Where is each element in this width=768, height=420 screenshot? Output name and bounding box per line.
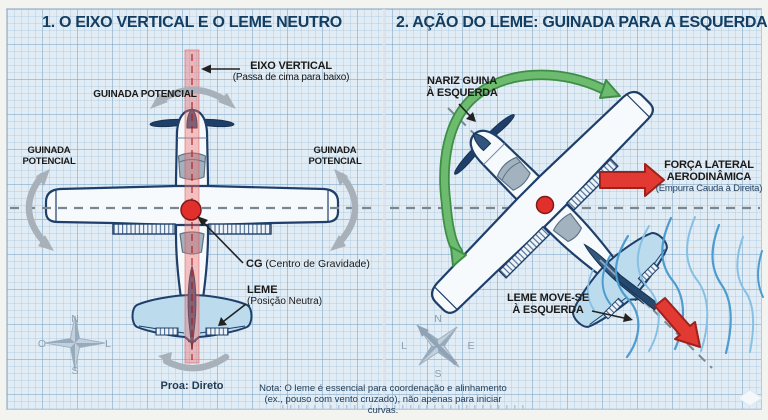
- cg-abbrev: CG: [246, 258, 263, 270]
- nose-pointer-head: [466, 112, 476, 122]
- axis-pointer-head: [201, 64, 211, 74]
- note-line2: (ex., pouso com vento cruzado), não apen…: [264, 394, 502, 416]
- diamond-watermark: [737, 389, 763, 407]
- label-lateral-force: FORÇA LATERAL AERODINÂMICA (Empurra Caud…: [648, 159, 768, 195]
- label-yaw-potential-left: GUINADA POTENCIAL: [22, 145, 76, 167]
- rudder2-line2: À ESQUERDA: [512, 304, 584, 316]
- vertical-axis-title: EIXO VERTICAL: [250, 60, 332, 72]
- compass1-n: N: [71, 313, 79, 325]
- label-cg: CG (Centro de Gravidade): [246, 258, 370, 270]
- force-line2: AERODINÂMICA: [666, 171, 752, 183]
- nose-line2: À ESQUERDA: [426, 87, 498, 99]
- panel2-pointer-lines: [458, 103, 625, 319]
- panel2-graphics: N L E S: [369, 29, 764, 409]
- compass2-n: N: [434, 313, 442, 325]
- cg-dot-panel2: [535, 195, 555, 215]
- rudder-title: LEME: [247, 284, 278, 296]
- compass1-letters: N O L S: [38, 313, 111, 377]
- label-heading-straight: Proa: Direto: [160, 380, 224, 392]
- rudder-neutral-pointer-head: [218, 317, 227, 326]
- tail-deflection-arrow: [654, 297, 701, 348]
- panel1-graphics: N O L S: [10, 49, 378, 377]
- compass1-w: O: [38, 338, 46, 350]
- compass2-e: E: [467, 340, 474, 352]
- yaw-left-green-arrow: [439, 69, 621, 267]
- nose-line1: NARIZ GUINA: [427, 75, 497, 87]
- vertical-axis-sub: (Passa de cima para baixo): [232, 72, 350, 83]
- compass1-s: S: [71, 365, 78, 377]
- note-line1: Nota: O leme é essencial para coordenaçã…: [259, 383, 507, 394]
- compass1-e: L: [105, 338, 111, 350]
- panel1-title: 1. O EIXO VERTICAL E O LEME NEUTRO: [42, 14, 342, 31]
- footer-note: Nota: O leme é essencial para coordenaçã…: [250, 383, 516, 416]
- panel2-title: 2. AÇÃO DO LEME: GUINADA PARA A ESQUERDA: [396, 14, 768, 31]
- force-line1: FORÇA LATERAL: [664, 159, 754, 171]
- label-rudder-neutral: LEME (Posição Neutra): [247, 284, 322, 308]
- compass-rose-tilted: [416, 324, 460, 368]
- panel1-pointer-lines: [202, 68, 247, 322]
- compass2-s: S: [434, 368, 441, 380]
- potential-yaw-arcs: [25, 86, 359, 372]
- cg-dot-panel1: [180, 199, 202, 221]
- rudder-pointer-head: [623, 313, 633, 322]
- label-yaw-potential-top: GUINADA POTENCIAL: [93, 89, 197, 100]
- label-rudder-moves-left: LEME MOVE-SE À ESQUERDA: [494, 292, 602, 316]
- lateral-force-arrow: [599, 163, 665, 197]
- rudder2-line1: LEME MOVE-SE: [507, 292, 589, 304]
- compass2-w: L: [401, 340, 407, 352]
- cg-description: (Centro de Gravidade): [262, 258, 370, 270]
- label-yaw-potential-right: GUINADA POTENCIAL: [308, 145, 362, 167]
- rudder-sub: (Posição Neutra): [247, 296, 323, 307]
- force-sub: (Empurra Cauda à Direita): [655, 183, 763, 194]
- cg-pointer-head: [197, 216, 208, 226]
- fuselage-axis-dashed-line: [447, 107, 713, 369]
- label-vertical-axis: EIXO VERTICAL (Passa de cima para baixo): [226, 60, 356, 84]
- potential-yaw-arc-heads: [36, 93, 348, 364]
- compass-rose: [44, 315, 106, 371]
- compass2-letters: N L E S: [401, 313, 474, 380]
- label-nose-yaws-left: NARIZ GUINA À ESQUERDA: [408, 75, 516, 99]
